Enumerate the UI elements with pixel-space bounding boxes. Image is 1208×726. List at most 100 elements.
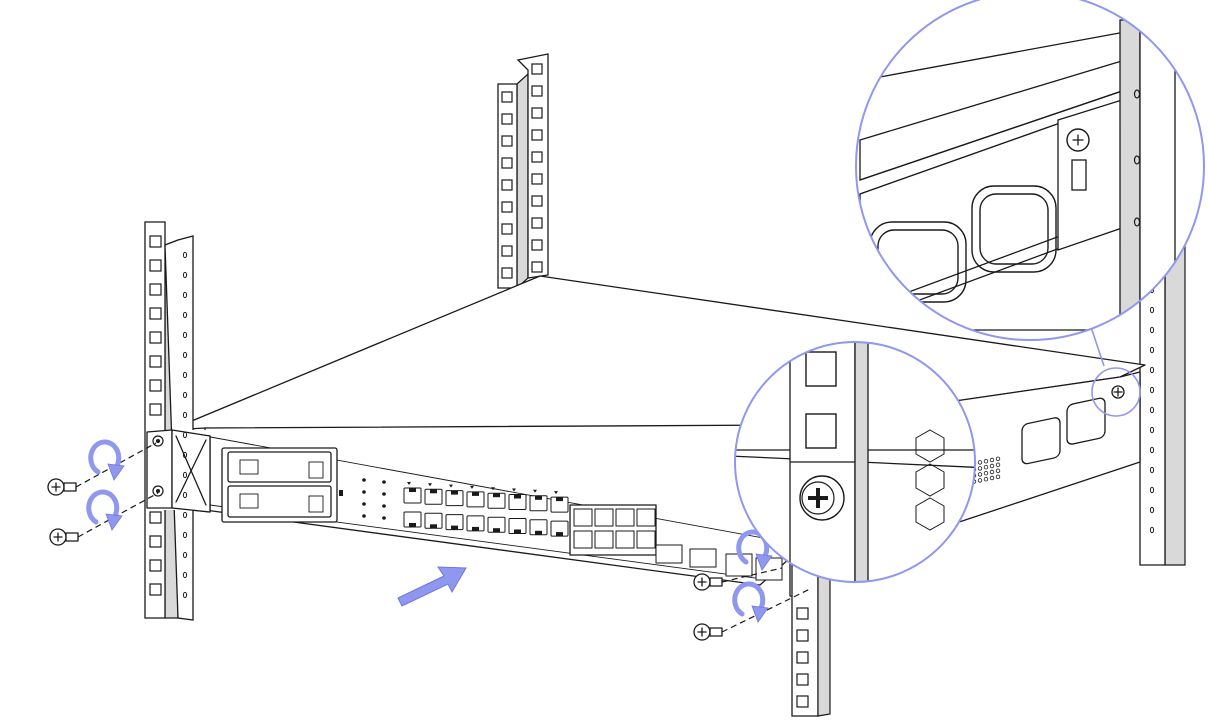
vent-hole	[977, 460, 983, 465]
rail-square-hole	[796, 629, 809, 642]
rail-side-hole	[182, 291, 188, 299]
zoom-callout-icon	[734, 341, 976, 583]
clockwise-rotate-icon	[732, 581, 769, 623]
sfp-port	[594, 508, 614, 527]
status-led	[362, 502, 366, 506]
rail-side-hole	[1149, 446, 1155, 454]
screw-path-line	[721, 567, 783, 583]
vent-hole	[983, 465, 989, 470]
rail-side-hole	[182, 451, 188, 459]
rail-square-hole	[531, 107, 543, 119]
rail-square-hole	[501, 113, 513, 125]
rail-side-hole	[1149, 406, 1155, 414]
status-led	[382, 492, 386, 496]
rail-side-hole	[182, 271, 188, 279]
rail-square-hole	[531, 173, 543, 185]
clockwise-rotate-icon	[86, 489, 123, 531]
vent-hole	[995, 474, 1001, 479]
rail-square-hole	[149, 583, 162, 596]
clockwise-rotate-icon	[736, 529, 773, 571]
rail-side-hole	[182, 351, 188, 359]
status-led	[362, 478, 366, 482]
rail-side-hole	[182, 431, 188, 439]
rail-side-hole	[182, 591, 188, 599]
rail-square-hole	[531, 85, 543, 97]
rail-side-hole	[1149, 346, 1155, 354]
rj45-latch	[472, 491, 479, 496]
rack-rail-back-left	[497, 53, 549, 290]
rail-square-hole	[501, 223, 513, 235]
arrow-right-up-icon	[397, 566, 467, 607]
rail-square-hole	[796, 607, 809, 620]
port-indicator-icon	[512, 488, 516, 492]
front-panel-details	[221, 447, 783, 581]
rail-side-hole	[1149, 466, 1155, 474]
rail-side-hole	[1149, 506, 1155, 514]
uplink-port-1	[655, 544, 683, 564]
phillips-screw-icon	[693, 573, 723, 591]
rj45-latch	[535, 530, 542, 535]
rail-square-hole	[149, 379, 162, 392]
rail-square-hole	[501, 179, 513, 191]
rail-side-hole	[182, 331, 188, 339]
rail-square-hole	[531, 239, 543, 251]
vent-hole	[995, 462, 1001, 467]
drive-bay-1	[227, 451, 332, 483]
port-indicator-icon	[407, 482, 411, 485]
rail-side-hole	[182, 511, 188, 519]
rail-square-hole	[149, 535, 162, 548]
rj45-latch	[514, 529, 521, 534]
rail-square-hole	[796, 673, 809, 686]
port-indicator-icon	[533, 489, 537, 493]
sfp-port	[636, 508, 656, 527]
zoom-target-ring	[1091, 367, 1141, 417]
rj45-latch	[430, 489, 437, 494]
rail-square-hole	[149, 403, 162, 416]
rj45-latch	[472, 526, 479, 531]
phillips-screw-icon	[49, 528, 79, 546]
rj45-latch	[514, 494, 521, 499]
rail-square-hole	[501, 157, 513, 169]
vent-hole	[983, 459, 989, 464]
phillips-screw-icon	[47, 478, 77, 496]
vent-hole	[977, 472, 983, 477]
rail-side-hole	[182, 531, 188, 539]
phillips-screw-icon	[1111, 385, 1125, 399]
vent-hole	[983, 471, 989, 476]
vent-hole	[977, 478, 983, 483]
zoom-callout-icon	[855, 0, 1205, 341]
uplink-port-2	[689, 548, 717, 568]
rail-square-hole	[501, 245, 513, 257]
rail-square-hole	[501, 135, 513, 147]
rail-square-hole	[149, 235, 162, 248]
rail-square-hole	[149, 283, 162, 296]
rj45-latch	[451, 525, 458, 530]
sfp-port	[615, 530, 635, 549]
rail-side-hole	[182, 391, 188, 399]
status-led	[382, 516, 386, 520]
rj45-latch	[535, 495, 542, 500]
rail-square-hole	[149, 355, 162, 368]
vent-hole	[983, 477, 989, 482]
rail-square-hole	[149, 511, 162, 524]
port-indicator-icon	[470, 485, 474, 489]
sfp-port	[573, 530, 593, 549]
rail-square-hole	[531, 261, 543, 273]
rail-square-hole	[149, 307, 162, 320]
rj45-latch	[430, 524, 437, 529]
rj45-latch	[493, 493, 500, 498]
rail-side-hole	[1149, 526, 1155, 534]
rail-side-hole	[182, 491, 188, 499]
rail-side-hole	[1149, 326, 1155, 334]
vent-hole	[989, 457, 995, 463]
port-indicator-icon	[491, 487, 495, 491]
phillips-screw-icon	[693, 623, 723, 641]
sfp-port	[573, 508, 593, 527]
rail-square-hole	[501, 267, 513, 279]
rail-square-hole	[796, 695, 809, 708]
rail-side-hole	[1149, 306, 1155, 314]
sfp-port	[615, 508, 635, 527]
rj45-latch	[409, 488, 416, 492]
